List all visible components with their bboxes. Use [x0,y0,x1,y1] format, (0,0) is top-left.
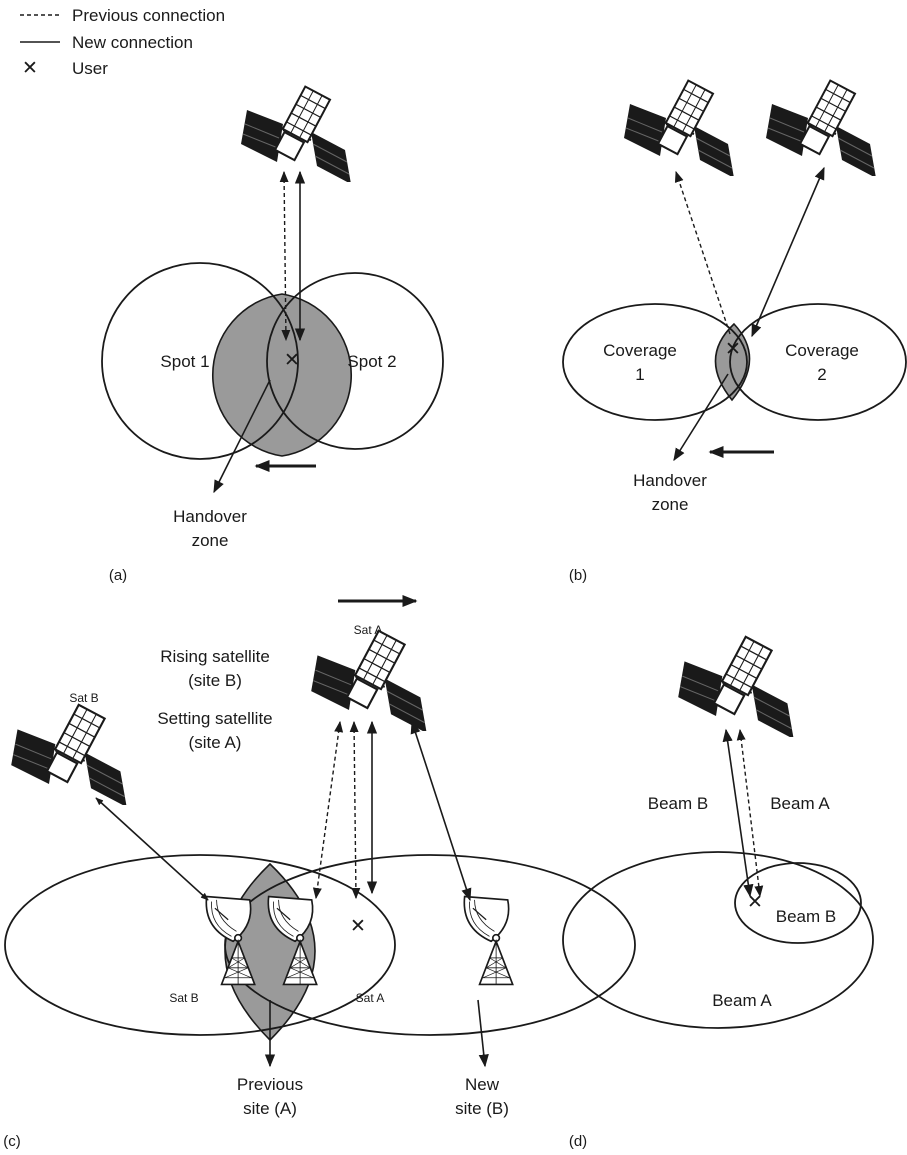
previous-site-line2: site (A) [243,1099,297,1118]
panel-a: ✕ Spot 1 Spot 2 Handover zone (a) [101,85,444,584]
handover-pointer-arrow [673,373,729,462]
handover-label-line1: Handover [633,471,707,490]
rising-satellite-line2: (site B) [188,671,242,690]
beam-b-link [722,728,754,898]
previous-connection-link [279,170,291,342]
coverage-2-label-line2: 2 [817,365,826,384]
previous-connection-link-ground [312,720,344,900]
coverage-1-label-line2: 1 [635,365,644,384]
satellite-icon [240,85,352,182]
user-marker-icon: ✕ [284,350,300,371]
beam-b-area-label: Beam B [776,907,836,926]
beam-a-area-label: Beam A [712,991,772,1010]
coverage-1-label-line1: Coverage [603,341,677,360]
panel-c-label: (c) [3,1133,21,1150]
new-site-line1: New [465,1075,500,1094]
beam-a-ellipse [562,851,874,1029]
handover-zone [212,293,352,457]
new-site-line2: site (B) [455,1099,509,1118]
sat-b-top-label: Sat B [69,691,98,705]
coverage-1-ellipse [562,303,748,421]
sat-b-coverage-ellipse [4,854,396,1036]
new-site-arrow [477,999,489,1068]
spot-1-circle [101,262,299,460]
beam-a-link [736,728,764,898]
setting-satellite-line2: (site A) [189,733,242,752]
panel-c: Sat A Sat B Rising satellite (site B) Se… [3,595,636,1150]
previous-connection-link [674,170,731,335]
handover-label-line1: Handover [173,507,247,526]
satellite-a-icon [310,629,428,731]
ground-station-new-icon [463,895,514,986]
legend: Previous connection New connection ✕ Use… [20,6,225,79]
new-connection-link [751,166,825,338]
legend-user: User [72,59,108,78]
handover-label-line2: zone [652,495,689,514]
sat-a-coverage-label: Sat A [356,991,385,1005]
user-marker-icon: ✕ [725,339,741,360]
sat-a-top-label: Sat A [354,623,383,637]
satellite-icon [677,635,795,737]
panel-b: ✕ Coverage 1 Coverage 2 Handover zone (b… [562,79,907,584]
satellite-right-icon [765,79,877,176]
legend-new-connection: New connection [72,33,193,52]
sat-b-coverage-label: Sat B [169,991,198,1005]
user-marker-icon: ✕ [747,892,763,913]
spot-2-label: Spot 2 [347,352,396,371]
beam-a-link-label: Beam A [770,794,830,813]
satellite-left-icon [623,79,735,176]
setting-satellite-line1: Setting satellite [157,709,272,728]
satellite-b-icon [10,703,128,805]
coverage-2-label-line1: Coverage [785,341,859,360]
handover-pointer-arrow [213,379,271,494]
sat-b-link [95,797,209,901]
panel-a-label: (a) [109,567,127,584]
spot-1-label: Spot 1 [160,352,209,371]
panel-b-label: (b) [569,567,587,584]
coverage-2-ellipse [729,303,907,421]
legend-user-marker-icon: ✕ [22,58,38,79]
spot-2-circle [266,272,444,450]
beam-b-link-label: Beam B [648,794,708,813]
handover-zone [714,322,751,402]
rising-satellite-line1: Rising satellite [160,647,270,666]
beam-b-ellipse [734,862,862,944]
new-connection-link-ground [410,720,472,902]
panel-d-label: (d) [569,1133,587,1150]
previous-site-line1: Previous [237,1075,303,1094]
legend-previous-connection: Previous connection [72,6,225,25]
panel-d: ✕ Beam B Beam A Beam B Beam A (d) [562,635,874,1150]
handover-label-line2: zone [192,531,229,550]
user-marker-icon: ✕ [350,916,366,937]
previous-connection-link-user [349,720,361,900]
